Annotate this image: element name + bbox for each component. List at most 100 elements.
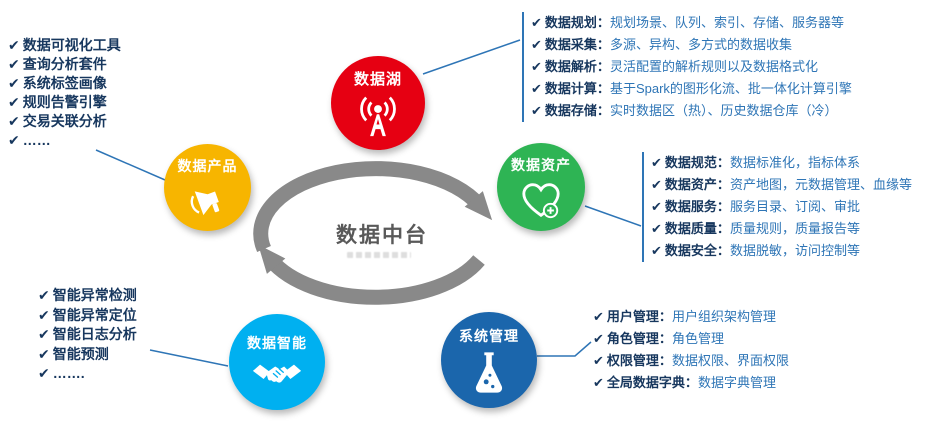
list-data-product-features: ✔数据可视化工具 ✔查询分析套件 ✔系统标签画像 ✔规则告警引擎 ✔交易关联分析… [8,36,121,150]
list-item: ✔用户管理：用户组织架构管理 [593,306,789,328]
node-label: 数据智能 [247,335,307,351]
node-data-product: 数据产品 [164,144,251,231]
separator: ： [716,221,730,236]
check-icon: ✔ [651,199,662,214]
list-item: ✔数据解析：灵活配置的解析规则以及数据格式化 [531,56,852,78]
broadcast-icon [360,96,396,137]
feature-label: 权限管理 [606,353,659,368]
separator: ： [596,59,610,74]
list-item: ✔数据规划：规划场景、队列、索引、存储、服务器等 [531,12,852,34]
check-icon: ✔ [8,94,20,110]
check-icon: ✔ [531,81,542,96]
heart-plus-icon [522,182,560,218]
feature-label: 数据解析 [544,59,597,74]
list-item: ✔交易关联分析 [8,112,121,131]
feature-label: 数据存储 [544,103,597,118]
feature-label: 数据计算 [544,81,597,96]
feature-desc: 灵活配置的解析规则以及数据格式化 [609,59,818,74]
feature-label: ……. [52,365,85,381]
feature-label: 数据采集 [544,37,597,52]
feature-label: 数据规划 [544,15,597,30]
list-data-asset-features: ✔数据规范：数据标准化，指标体系 ✔数据资产：资产地图，元数据管理、血缘等 ✔数… [642,152,912,262]
list-item: ✔数据资产：资产地图，元数据管理、血缘等 [651,174,912,196]
list-item: ✔数据存储：实时数据区（热）、历史数据仓库（冷） [531,100,852,122]
feature-desc: 数据标准化，指标体系 [729,155,860,170]
connector-line-system [537,341,592,357]
list-system-management-features: ✔用户管理：用户组织架构管理 ✔角色管理：角色管理 ✔权限管理：数据权限、界面权… [593,306,789,394]
separator: ： [658,353,672,368]
feature-desc: 数据脱敏，访问控制等 [729,243,860,258]
node-label: 系统管理 [459,328,519,344]
connector-line-lake [422,39,521,75]
list-item: ✔角色管理：角色管理 [593,328,789,350]
feature-desc: 多源、异构、多方式的数据收集 [609,37,792,52]
separator: ： [658,331,672,346]
feature-desc: 规划场景、队列、索引、存储、服务器等 [609,15,844,30]
list-item: ✔智能异常定位 [38,306,137,326]
feature-label: 查询分析套件 [22,56,107,72]
feature-desc: 服务目录、订阅、审批 [729,199,860,214]
check-icon: ✔ [38,326,50,342]
check-icon: ✔ [531,59,542,74]
feature-desc: 质量规则，质量报告等 [729,221,860,236]
watermark [347,252,411,258]
list-item: ✔全局数据字典：数据字典管理 [593,372,789,394]
cycle-arrow-bottom [258,244,485,305]
feature-label: …… [22,132,51,148]
list-item: ✔查询分析套件 [8,55,121,74]
feature-label: 系统标签画像 [22,75,107,91]
separator: ： [596,103,610,118]
check-icon: ✔ [531,15,542,30]
check-icon: ✔ [651,155,662,170]
list-item: ✔…… [8,131,121,150]
list-item: ✔数据服务：服务目录、订阅、审批 [651,196,912,218]
check-icon: ✔ [593,331,604,346]
check-icon: ✔ [651,177,662,192]
feature-label: 智能异常定位 [52,306,137,323]
feature-label: 数据质量 [664,221,717,236]
check-icon: ✔ [593,375,604,390]
check-icon: ✔ [38,306,50,323]
feature-desc: 基于Spark的图形化流、批一体化计算引擎 [609,81,852,96]
separator: ： [596,37,610,52]
check-icon: ✔ [651,243,662,258]
list-data-lake-features: ✔数据规划：规划场景、队列、索引、存储、服务器等 ✔数据采集：多源、异构、多方式… [522,12,852,122]
flask-icon [475,352,503,393]
check-icon: ✔ [38,345,50,362]
separator: ： [716,243,730,258]
separator: ： [596,81,610,96]
check-icon: ✔ [531,37,542,52]
list-item: ✔系统标签画像 [8,74,121,93]
feature-label: 全局数据字典 [606,375,685,390]
feature-label: 智能异常检测 [52,287,137,303]
list-item: ✔数据质量：质量规则，质量报告等 [651,218,912,240]
check-icon: ✔ [8,37,20,53]
separator: ： [716,199,730,214]
node-label: 数据产品 [177,158,238,174]
separator: ： [716,155,730,170]
list-item: ✔数据可视化工具 [8,36,121,55]
feature-label: 数据资产 [664,177,717,192]
list-item: ✔数据采集：多源、异构、多方式的数据收集 [531,34,852,56]
separator: ： [716,177,730,192]
check-icon: ✔ [651,221,662,236]
list-item: ✔规则告警引擎 [8,93,121,112]
list-item: ✔数据计算：基于Spark的图形化流、批一体化计算引擎 [531,78,852,100]
list-item: ✔权限管理：数据权限、界面权限 [593,350,789,372]
feature-label: 角色管理 [606,331,659,346]
list-item: ✔数据安全：数据脱敏，访问控制等 [651,240,912,262]
feature-label: 用户管理 [606,309,659,324]
feature-label: 数据服务 [664,199,717,214]
list-item: ✔数据规范：数据标准化，指标体系 [651,152,912,174]
check-icon: ✔ [8,132,20,148]
feature-desc: 数据权限、界面权限 [671,353,789,368]
node-data-intelligence: 数据智能 [229,314,325,410]
check-icon: ✔ [38,287,50,303]
feature-label: 数据安全 [664,243,717,258]
check-icon: ✔ [8,75,20,91]
center-title: 数据中台 [336,224,428,247]
node-data-lake: 数据湖 [331,56,425,150]
check-icon: ✔ [531,103,542,118]
feature-label: 数据可视化工具 [22,37,121,53]
